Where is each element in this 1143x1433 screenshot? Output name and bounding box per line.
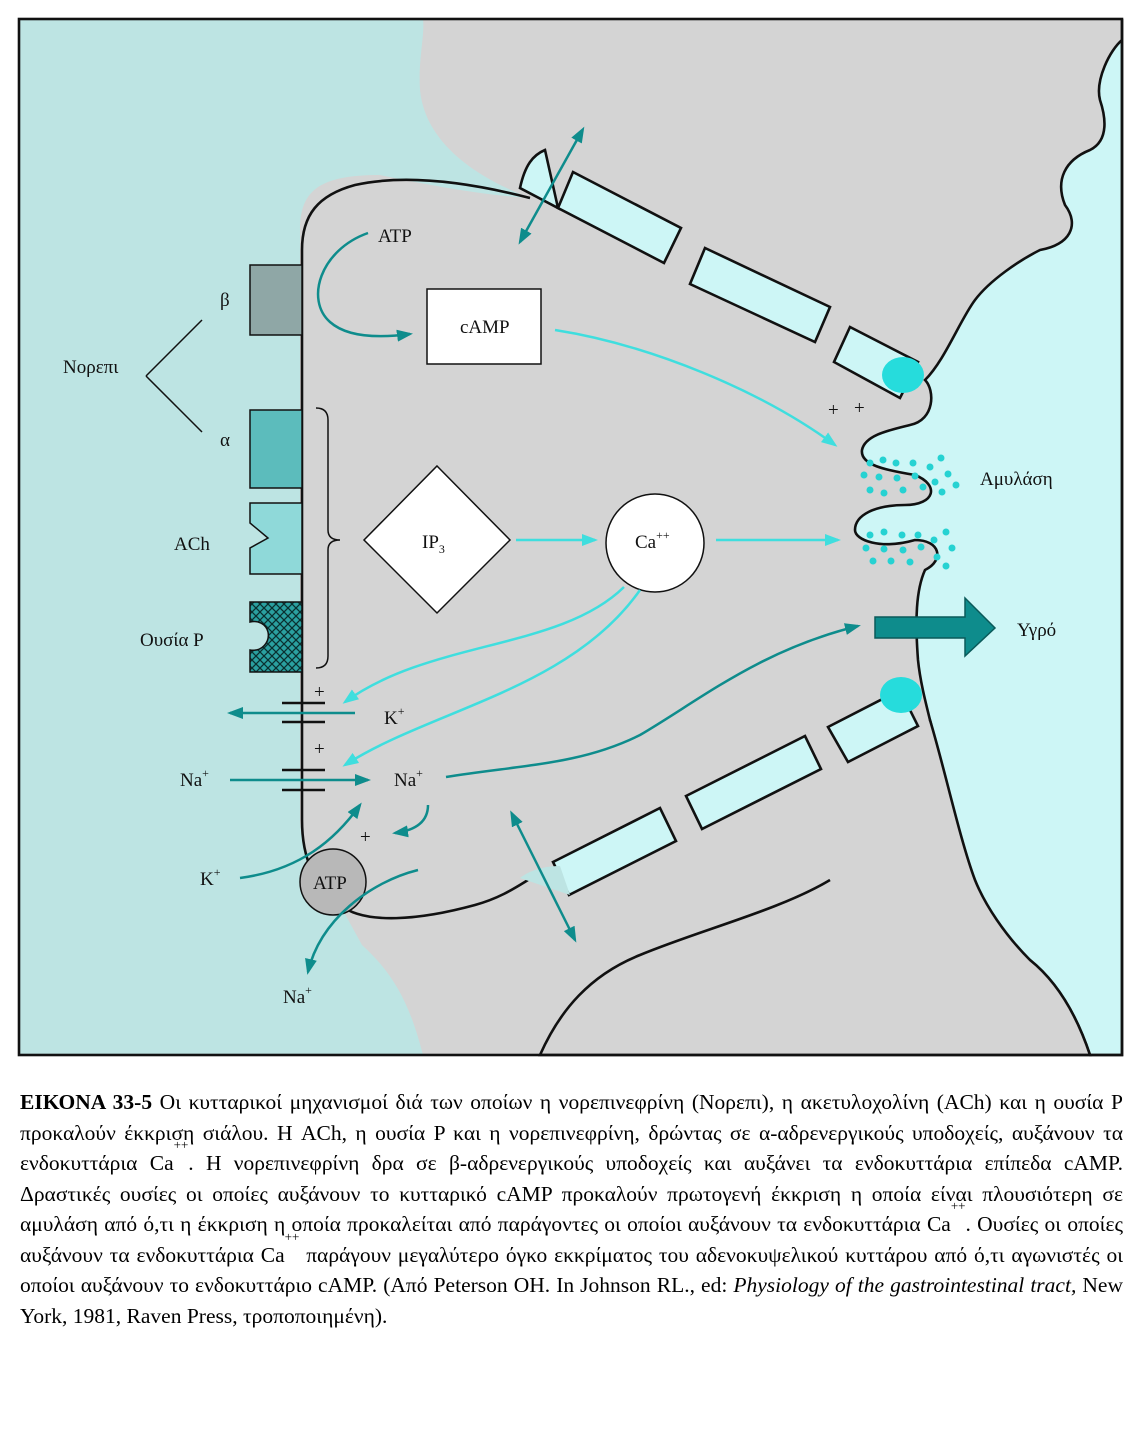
- k-outside-label: K+: [200, 865, 221, 890]
- caption-text-1: Οι κυτταρικοί μηχανισμοί διά των οποίων …: [20, 1090, 1123, 1175]
- na-outside-label: Na+: [180, 766, 209, 791]
- camp-label: cAMP: [460, 317, 510, 338]
- ip3-label: IP3: [422, 532, 445, 556]
- atp-top-label: ATP: [378, 226, 412, 247]
- ca-to-na-channel-arrow: [342, 589, 642, 767]
- ip3-diamond: [362, 464, 512, 615]
- figure-label: ΕΙΚΟΝΑ 33-5: [20, 1090, 153, 1114]
- plus-sign-1: +: [828, 400, 839, 421]
- junction-blob-top: [882, 357, 924, 393]
- plus-sign-na-channel: +: [314, 739, 325, 760]
- figure-caption: ΕΙΚΟΝΑ 33-5 Οι κυτταρικοί μηχανισμοί διά…: [20, 1087, 1123, 1331]
- ca-label: Ca++: [635, 528, 670, 553]
- amylase-label: Αμυλάση: [980, 469, 1053, 490]
- atp-pump-circle: [299, 848, 367, 916]
- norepi-beta-line: [145, 319, 203, 377]
- alpha-receptor: [249, 409, 303, 489]
- cell-membrane: [300, 178, 531, 920]
- plus-sign-k-channel: +: [314, 682, 325, 703]
- norepi-alpha-line: [145, 375, 203, 433]
- ca-to-k-channel-arrow: [342, 586, 625, 704]
- substance-p-label: Ουσία P: [140, 630, 204, 651]
- na-out-arrow: [305, 868, 419, 975]
- ca-circle: [605, 493, 705, 593]
- k-channel-label: K+: [384, 704, 405, 729]
- na-bottom-label: Na+: [283, 983, 312, 1008]
- k-in-arrow: [239, 802, 362, 880]
- caption-text-4: παράγουν μεγαλύτερο όγκο εκκρίματος του …: [20, 1242, 1123, 1298]
- norepi-label: Νορεπι: [63, 357, 119, 378]
- substance-p-receptor: [249, 601, 303, 673]
- beta-receptor: [249, 264, 303, 336]
- plus-sign-2: +: [854, 398, 865, 419]
- ach-label: ACh: [174, 534, 210, 555]
- atp-to-camp-arrow: [316, 231, 413, 342]
- receptor-brace: [315, 407, 341, 669]
- adjacent-cell-bottom: [537, 719, 1092, 1057]
- ach-receptor: [249, 502, 303, 575]
- camp-box: [426, 288, 542, 365]
- camp-to-granules-arrow: [554, 328, 838, 447]
- caption-sup-1: ++: [173, 1137, 189, 1152]
- caption-text-5: New York, 1981, Raven Press, τροποποιημέ…: [20, 1273, 1123, 1328]
- ion-channels: [282, 701, 325, 792]
- diagram-frame: [17, 17, 1124, 1057]
- caption-text-3: . Ουσίες οι οποίες αυξάνουν τα ενδοκυττά…: [20, 1212, 1123, 1267]
- top-paracellular-arrow: [518, 126, 585, 245]
- secretion-diagram: Νορεπι β α ACh Ουσία P ATP cAMP IP3 Ca++…: [17, 17, 1124, 1057]
- caption-sup-2: ++: [950, 1198, 966, 1213]
- na-inside-label: Na+: [394, 766, 423, 791]
- beta-label: β: [220, 290, 230, 311]
- na-to-atp-arrow: [392, 804, 430, 838]
- junction-blob-bottom: [880, 677, 922, 713]
- amylase-granules: [860, 454, 960, 570]
- fluid-secretion-arrow: [874, 596, 997, 658]
- caption-sup-3: ++: [284, 1228, 300, 1244]
- caption-italic-title: Physiology of the gastrointestinal tract…: [733, 1273, 1077, 1297]
- na-to-lumen-arrow: [445, 623, 861, 779]
- caption-text-2: . Η νορεπινεφρίνη δρα σε β-αδρενεργικούς…: [20, 1151, 1123, 1236]
- alpha-label: α: [220, 430, 230, 451]
- fluid-label: Υγρό: [1017, 620, 1056, 641]
- atp-pump-label: ATP: [313, 873, 347, 894]
- plus-sign-pump: +: [360, 827, 371, 848]
- bottom-paracellular-arrow: [510, 810, 577, 943]
